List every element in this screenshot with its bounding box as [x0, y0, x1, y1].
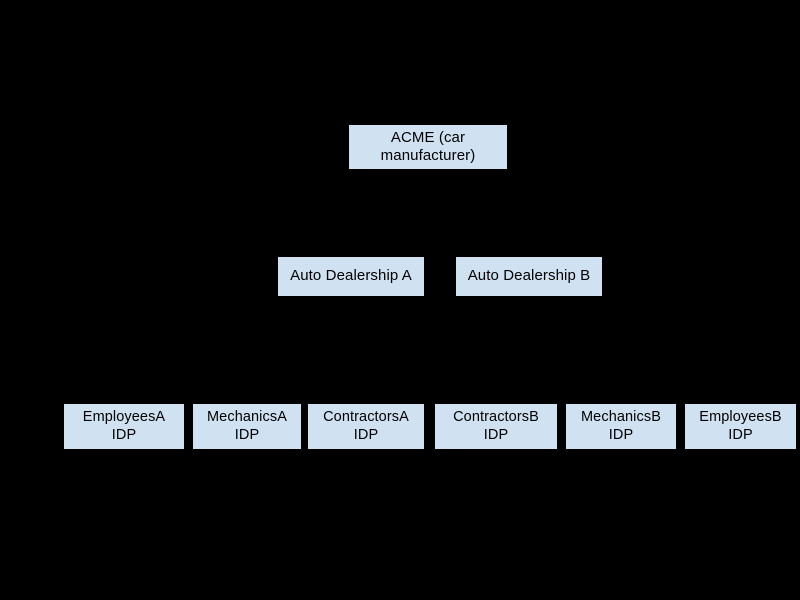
- node-auto-dealership-a[interactable]: Auto Dealership A: [277, 256, 425, 297]
- node-employeesb-idp[interactable]: EmployeesB IDP: [684, 403, 797, 450]
- node-contractorsb-idp[interactable]: ContractorsB IDP: [434, 403, 558, 450]
- node-contractorsa-idp[interactable]: ContractorsA IDP: [307, 403, 425, 450]
- node-mechanicsa-idp[interactable]: MechanicsA IDP: [192, 403, 302, 450]
- node-mechanicsb-idp[interactable]: MechanicsB IDP: [565, 403, 677, 450]
- node-auto-dealership-b[interactable]: Auto Dealership B: [455, 256, 603, 297]
- node-acme-root[interactable]: ACME (car manufacturer): [348, 124, 508, 170]
- node-employeesa-idp[interactable]: EmployeesA IDP: [63, 403, 185, 450]
